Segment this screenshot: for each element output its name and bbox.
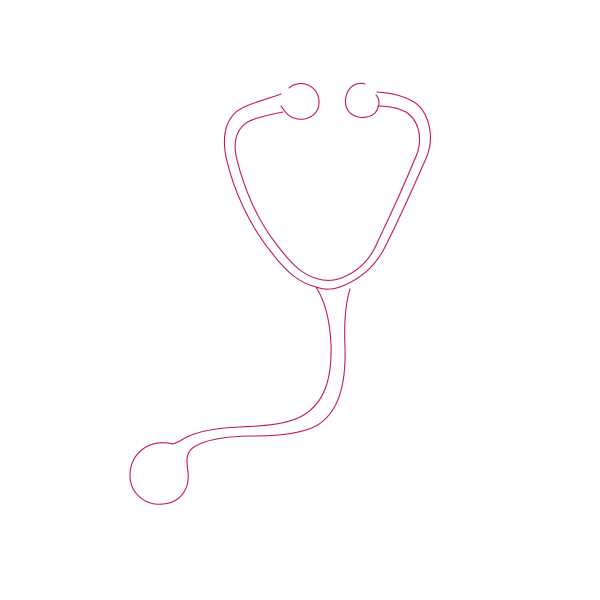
right-earpiece-outline (344, 82, 380, 119)
chest-tube-right-edge (186, 288, 351, 462)
binaural-tube-inner (234, 105, 421, 281)
chest-piece-outline (129, 442, 189, 505)
chest-tube-left-edge (172, 286, 332, 445)
binaural-tube-outer (223, 91, 431, 290)
left-earpiece-outline (280, 83, 320, 120)
